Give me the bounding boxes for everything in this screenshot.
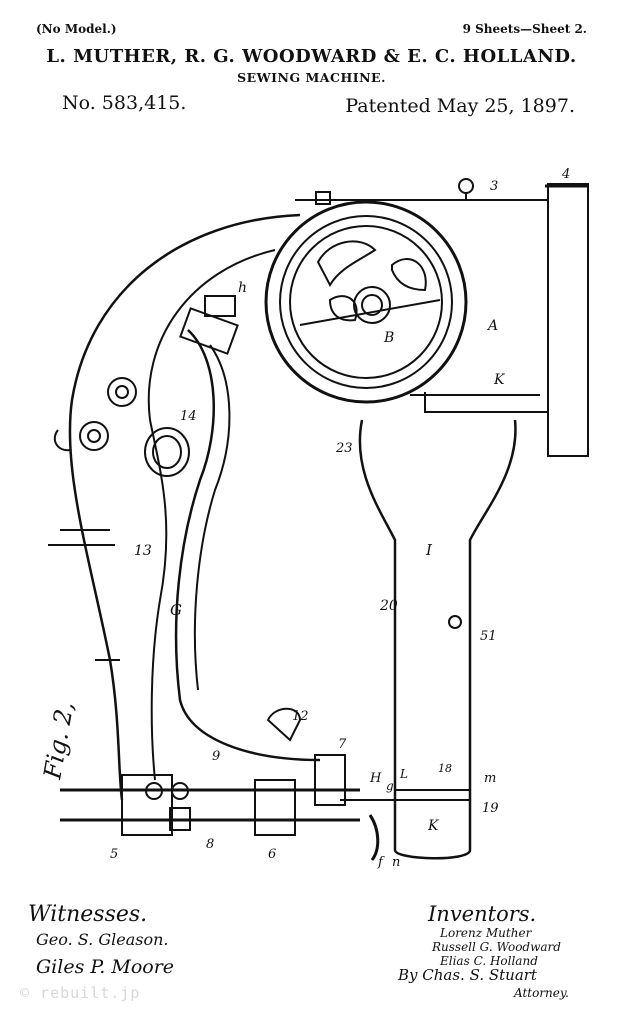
witness-2-signature: Giles P. Moore	[36, 956, 175, 978]
watermark: © rebuilt.jp	[20, 984, 141, 1002]
swing-arm-g	[174, 329, 321, 762]
lever-12	[266, 707, 302, 742]
ref-18: 18	[438, 762, 452, 775]
ref-4: 4	[561, 167, 570, 182]
pin-left	[145, 782, 163, 800]
ref-19: 19	[482, 801, 499, 816]
wheel-spoke-2	[391, 258, 427, 292]
pin-right	[171, 782, 189, 800]
ref-h: h	[238, 280, 247, 296]
ref-13: 13	[134, 543, 152, 559]
attorney-label: Attorney.	[514, 986, 569, 1000]
inventor-2-signature: Russell G. Woodward	[432, 940, 561, 954]
inventor-1-signature: Lorenz Muther	[440, 926, 532, 940]
wheel-spoke-1	[316, 240, 377, 288]
hub-b	[353, 286, 391, 324]
invention-title: SEWING MACHINE.	[237, 70, 386, 85]
ref-h-upper: H	[369, 771, 382, 786]
ref-m: m	[484, 771, 496, 786]
screw-51	[448, 615, 462, 629]
ref-8: 8	[206, 837, 214, 852]
attorney-signature: By Chas. S. Stuart	[398, 966, 537, 984]
ref-12: 12	[292, 709, 309, 724]
back-frame-curve	[68, 213, 301, 801]
top-screw	[315, 191, 331, 205]
patented-date: Patented May 25, 1897.	[345, 95, 575, 117]
ref-3: 3	[490, 179, 498, 194]
ref-l: L	[399, 767, 408, 781]
handwheel-outer	[264, 200, 468, 404]
ref-b: B	[383, 330, 394, 346]
ref-k-top: K	[493, 372, 506, 388]
ref-14: 14	[180, 409, 197, 424]
frame-boss-2	[79, 421, 109, 451]
top-knob	[458, 178, 474, 194]
ref-a: A	[486, 318, 498, 334]
ref-51: 51	[480, 629, 497, 644]
handwheel-rim	[279, 215, 453, 389]
frame-boss-1	[107, 377, 137, 407]
patent-number: No. 583,415.	[62, 92, 187, 114]
sheet-number: 9 Sheets—Sheet 2.	[462, 22, 587, 36]
ref-5: 5	[110, 847, 118, 862]
collar	[169, 807, 191, 831]
bracket-6	[254, 779, 296, 836]
column-i	[358, 419, 517, 860]
ref-n: n	[392, 855, 400, 870]
ref-20: 20	[379, 598, 398, 614]
upper-arm	[295, 199, 549, 413]
shuttle-n	[368, 814, 380, 861]
front-block-7	[314, 754, 346, 806]
witness-1-signature: Geo. S. Gleason.	[36, 930, 169, 949]
ref-9: 9	[212, 749, 220, 764]
figure-label: Fig. 2,	[38, 700, 79, 783]
ref-k-bottom: K	[427, 818, 440, 834]
boss-14	[144, 427, 190, 477]
bracket-5	[121, 774, 173, 836]
witnesses-label: Witnesses.	[28, 902, 148, 927]
inventor-names: L. MUTHER, R. G. WOODWARD & E. C. HOLLAN…	[46, 46, 577, 67]
handwheel-inner	[289, 225, 443, 379]
ref-i: I	[425, 541, 433, 559]
no-model-note: (No Model.)	[36, 22, 117, 36]
bushing-arm-top	[179, 307, 239, 355]
ref-6: 6	[268, 847, 276, 862]
inventors-label: Inventors.	[428, 902, 537, 926]
ref-23: 23	[335, 441, 353, 456]
bushing-h	[204, 295, 236, 317]
inner-frame-curve	[147, 249, 276, 781]
ref-g-lower: g	[386, 779, 394, 793]
end-cap	[547, 183, 589, 457]
ref-f: f	[377, 855, 385, 870]
ref-g: G	[170, 601, 182, 619]
ref-7: 7	[338, 737, 347, 752]
wheel-spoke-3	[328, 295, 358, 322]
inventor-3-signature: Elias C. Holland	[440, 954, 538, 968]
